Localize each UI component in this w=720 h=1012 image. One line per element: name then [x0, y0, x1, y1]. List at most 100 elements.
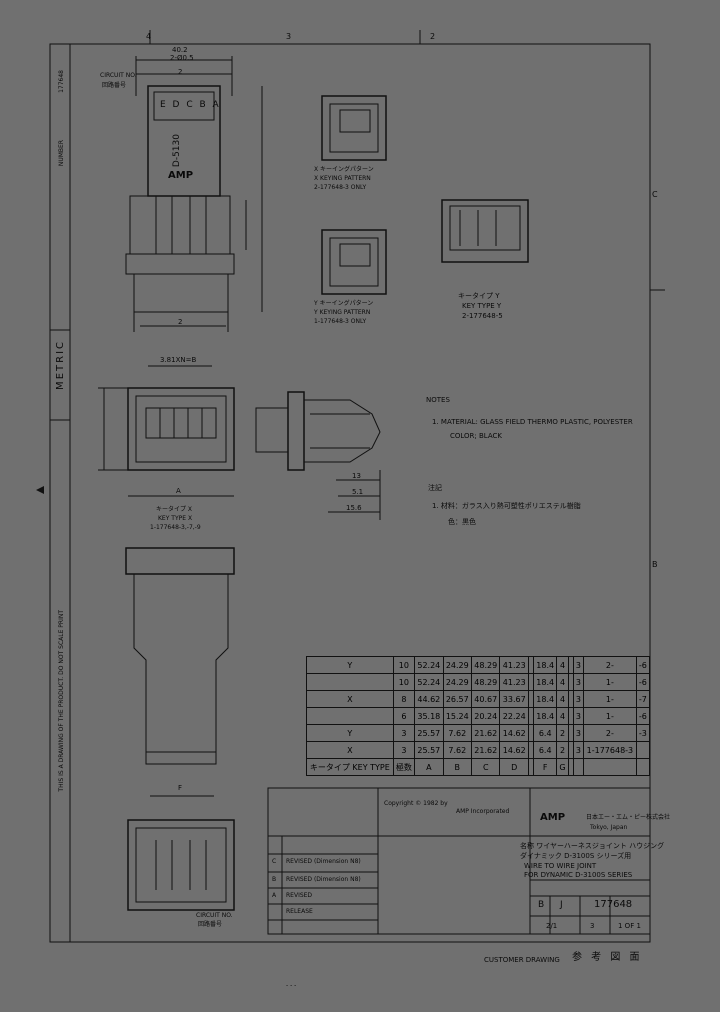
table-cell: 10 [392, 673, 416, 691]
table-cell: -6 [635, 673, 651, 691]
table-cell: 25.57 [414, 741, 444, 759]
table-cell: 6 [392, 707, 416, 725]
keying-y-jp: Y キーイングパターン [314, 300, 374, 307]
notes-line1: 1. MATERIAL: GLASS FIELD THERMO PLASTIC,… [432, 418, 633, 426]
pin-digits: E D C B A [160, 100, 221, 110]
company: AMP Incorporated [456, 808, 510, 815]
table-cell [306, 673, 394, 691]
title-amp-logo: AMP [540, 812, 566, 823]
zone-b: B [652, 560, 658, 569]
rev-letter-a: A [272, 892, 277, 899]
dim-bottom: 2 [178, 318, 183, 326]
table-cell: -6 [635, 656, 651, 674]
table-cell: G [556, 758, 569, 776]
dim-pitch: 2 [178, 68, 183, 76]
circuit-no-label-jp: 回路番号 [102, 82, 127, 89]
table-cell: 3 [572, 673, 585, 691]
side-label: NUMBER [58, 140, 65, 167]
table-cell: 極数 [392, 758, 416, 776]
notes-heading: NOTES [426, 396, 450, 404]
table-cell: 3 [392, 724, 416, 742]
table-cell [572, 758, 585, 776]
table-cell: 7.62 [442, 724, 473, 742]
table-cell: 1-177648-3 [583, 741, 637, 759]
table-cell: -3 [635, 724, 651, 742]
key-type-x-en: KEY TYPE X [158, 515, 193, 522]
table-cell: 18.4 [533, 690, 558, 708]
table-cell: 48.29 [471, 673, 501, 691]
table-cell: F [533, 758, 558, 776]
dim-holes: 2-Ø0.5 [170, 54, 194, 62]
table-cell: Y [306, 724, 394, 742]
table-cell: C [471, 758, 501, 776]
table-cell: 41.23 [499, 656, 529, 674]
bottom-circuit-label: CIRCUIT NO. [196, 912, 233, 919]
notes-line2: COLOR; BLACK [450, 432, 503, 440]
table-cell: 3 [572, 724, 585, 742]
table-cell: 1- [583, 673, 637, 691]
table-cell: 1- [583, 707, 637, 725]
table-cell: 14.62 [499, 724, 529, 742]
table-cell: 18.4 [533, 673, 558, 691]
revision-1: REVISED (Dimension N8) [286, 858, 361, 865]
table-cell: 6.4 [533, 741, 558, 759]
zone-4: 4 [146, 32, 152, 41]
table-cell: 15.24 [442, 707, 473, 725]
table-cell: 24.29 [442, 673, 473, 691]
table-cell: 24.29 [442, 656, 473, 674]
table-cell: 2- [583, 656, 637, 674]
table-cell: 41.23 [499, 673, 529, 691]
table-cell: X [306, 741, 394, 759]
table-cell: A [414, 758, 444, 776]
key-type-x-jp: キータイプ X [156, 506, 193, 513]
table-cell: 18.4 [533, 656, 558, 674]
table-cell: 3 [572, 741, 585, 759]
mark-text: D-5130 [172, 134, 182, 168]
table-cell [527, 758, 535, 776]
table-cell: 2 [556, 741, 569, 759]
table-cell: 48.29 [471, 656, 501, 674]
title-en1: WIRE TO WIRE JOINT [524, 862, 597, 870]
side-dim-5-1: 5.1 [352, 488, 364, 496]
table-cell: 20.24 [471, 707, 501, 725]
dim-pitch-formula: 3.81XN=B [160, 356, 197, 364]
table-cell: D [499, 758, 529, 776]
table-cell: 4 [556, 656, 569, 674]
table-cell: 6.4 [533, 724, 558, 742]
key-type-y-en: KEY TYPE Y [462, 302, 502, 310]
keying-x-en: X KEYING PATTERN [314, 175, 371, 182]
revision-3: REVISED [286, 892, 313, 899]
table-cell: 3 [572, 690, 585, 708]
rev: 3 [590, 922, 595, 930]
table-cell: 2- [583, 724, 637, 742]
reference-jp: 参 考 図 面 [572, 952, 643, 963]
table-cell: 3 [572, 656, 585, 674]
table-cell: 3 [572, 707, 585, 725]
keying-x-only: 2-177648-3 ONLY [314, 184, 367, 191]
zone-2: 2 [430, 32, 436, 41]
table-cell: キータイプ KEY TYPE [306, 758, 394, 776]
table-cell: -7 [635, 690, 651, 708]
bottom-circuit-label-jp: 回路番号 [198, 921, 223, 928]
circuit-no-label: CIRCUIT NO. [100, 72, 137, 79]
table-cell: B [442, 758, 473, 776]
keying-y-only: 1-177648-3 ONLY [314, 318, 367, 325]
table-cell: -6 [635, 707, 651, 725]
notes-line2-jp: 色：黒色 [448, 518, 476, 526]
notes-heading-jp: 注記 [428, 484, 442, 492]
sheet: 1 OF 1 [618, 922, 641, 930]
key-type-y-pn: 2-177648-5 [462, 312, 503, 320]
revision-2: REVISED (Dimension N8) [286, 876, 361, 883]
keying-y-en: Y KEYING PATTERN [314, 309, 371, 316]
revision-4: RELEASE [286, 908, 313, 915]
table-cell: 35.18 [414, 707, 444, 725]
side-dim-15-6: 15.6 [346, 504, 362, 512]
